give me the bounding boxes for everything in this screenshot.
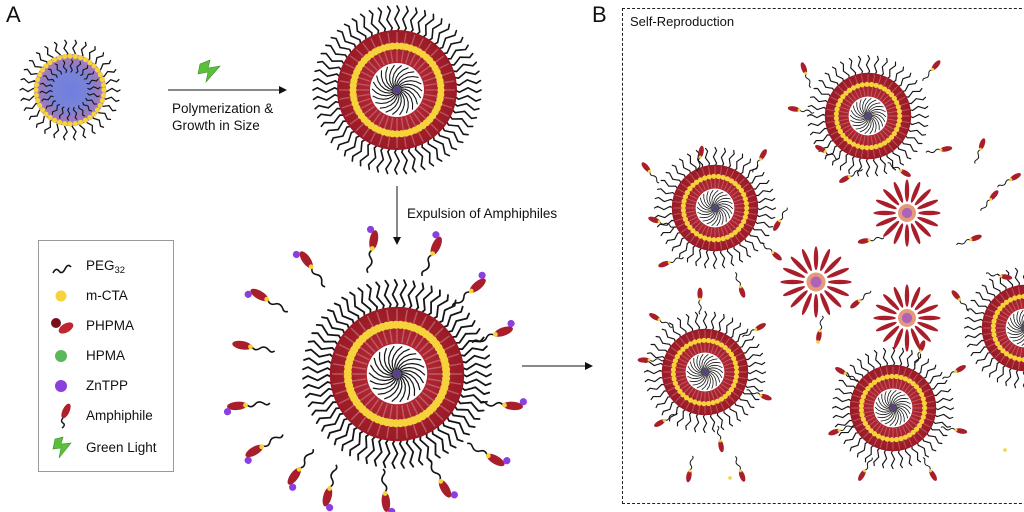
legend-label-amphiphile: Amphiphile	[86, 408, 153, 423]
self-reproduction-box	[622, 8, 1024, 504]
yellow-dot-icon	[55, 290, 67, 302]
polymerization-label-line2: Growth in Size	[172, 118, 260, 133]
legend-item-phpma: PHPMA	[39, 313, 175, 339]
purple-dot-icon	[55, 380, 67, 392]
legend-label-peg: PEG32	[86, 258, 126, 276]
legend-item-peg: PEG32	[39, 253, 175, 279]
legend-label-mcta: m-CTA	[86, 288, 128, 303]
legend-label-hpma: HPMA	[86, 348, 126, 363]
panel-a-letter: A	[6, 2, 21, 27]
initial-micelle	[19, 39, 121, 141]
legend-item-mcta: m-CTA	[39, 283, 175, 309]
self-reproduction-title: Self-Reproduction	[630, 14, 735, 29]
peg-chain-icon	[52, 264, 72, 274]
legend-item-amphiphile: Amphiphile	[39, 403, 175, 429]
legend: PEG32 m-CTA PHPMA HPMA ZnTPP Amphiphile	[38, 240, 174, 472]
red-coil-icon	[51, 318, 74, 334]
self-reproduction-scene	[637, 54, 1024, 483]
legend-item-hpma: HPMA	[39, 343, 175, 369]
panel-b-letter: B	[592, 2, 607, 27]
grown-micelle	[312, 5, 482, 175]
legend-item-zntpp: ZnTPP	[39, 373, 175, 399]
legend-item-green-light: Green Light	[39, 435, 175, 461]
legend-label-green-light: Green Light	[86, 440, 157, 455]
lightning-icon	[52, 436, 72, 459]
amphiphile-icon	[60, 403, 71, 429]
polymerization-label: Polymerization & Growth in Size	[172, 100, 273, 134]
legend-label-zntpp: ZnTPP	[86, 378, 129, 393]
expelling-micelle	[223, 225, 527, 512]
expulsion-label: Expulsion of Amphiphiles	[407, 206, 558, 221]
polymerization-label-line1: Polymerization &	[172, 101, 274, 116]
green-light-lightning-icon	[197, 59, 221, 84]
legend-label-phpma: PHPMA	[86, 318, 135, 333]
green-dot-icon	[55, 350, 67, 362]
